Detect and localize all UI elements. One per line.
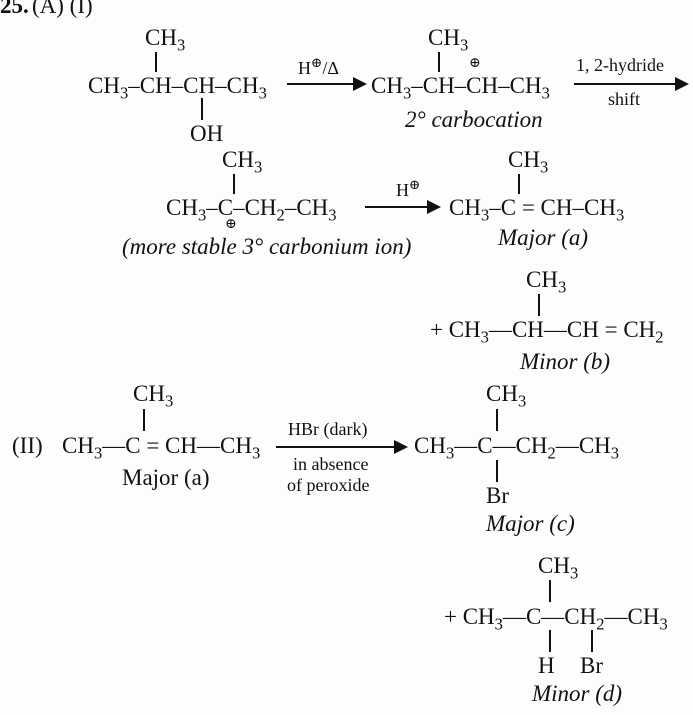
carbocation-branch-ch3: CH3 — [428, 25, 469, 55]
major-c-caption: Major (c) — [486, 511, 575, 536]
part2-arrow — [276, 440, 408, 454]
reactant-chain: CH3–CH–CH–CH3 — [88, 73, 267, 103]
minor-b-branch-ch3: CH3 — [526, 267, 567, 297]
part2-reactant-caption: Major (a) — [122, 465, 210, 490]
tertiary-ion-caption: (more stable 3° carbonium ion) — [122, 234, 412, 259]
minor-d-branch-ch3: CH3 — [538, 553, 579, 583]
major-c-br-bond — [496, 460, 498, 482]
step2-arrow — [365, 200, 441, 214]
hydride-shift-sublabel: shift — [608, 89, 641, 109]
minor-b-caption: Minor (b) — [520, 349, 611, 374]
major-c-branch-bond — [496, 409, 498, 431]
minor-d-br: Br — [580, 653, 603, 678]
tertiary-ion-branch-bond — [233, 174, 235, 194]
major-a-chain: CH3–C = CH–CH3 — [449, 195, 625, 225]
minor-d-chain: + CH3—C—CH2—CH3 — [444, 604, 668, 634]
major-c-br: Br — [486, 483, 509, 508]
major-c-chain: CH3—C—CH2—CH3 — [414, 433, 620, 463]
minor-d-caption: Minor (d) — [532, 681, 623, 706]
major-a-caption: Major (a) — [498, 225, 589, 250]
minor-b-chain: + CH3—CH—CH = CH2 — [430, 317, 664, 347]
step1-arrow — [287, 77, 367, 91]
reactant-branch-ch3: CH3 — [145, 25, 186, 55]
part2-condition-line2: of peroxide — [287, 475, 370, 495]
step1-reagent: H⊕/Δ — [298, 55, 339, 78]
carbocation-chain: CH3–CH–CH–CH3 — [371, 73, 550, 103]
minor-d-branch-bond — [549, 580, 551, 602]
tertiary-ion-positive-charge: ⊕ — [225, 217, 237, 232]
part2-reagent: HBr (dark) — [288, 419, 368, 439]
part2-reactant-branch-bond — [143, 409, 145, 431]
major-c-branch-ch3: CH3 — [486, 381, 527, 411]
tertiary-ion-branch-ch3: CH3 — [222, 147, 263, 177]
part2-label: (II) — [12, 433, 43, 458]
minor-d-br-bond — [591, 630, 593, 652]
minor-b-branch-bond — [538, 294, 540, 316]
carbocation-positive-charge: ⊕ — [469, 56, 481, 71]
reactant-oh: OH — [190, 121, 224, 146]
major-a-branch-ch3: CH3 — [508, 147, 549, 177]
hydride-shift-label: 1, 2-hydride — [576, 55, 664, 75]
question-number: 25. — [0, 0, 29, 18]
part2-reactant-chain: CH3—C = CH—CH3 — [62, 433, 261, 463]
minor-d-h-bond — [549, 630, 551, 652]
step2-reagent: H⊕ — [396, 177, 421, 200]
minor-d-h: H — [538, 653, 555, 678]
part2-reactant-branch-ch3: CH3 — [133, 381, 174, 411]
carbocation-branch-bond — [438, 52, 440, 72]
carbocation-caption: 2° carbocation — [405, 107, 543, 132]
question-part-label: (A) (I) — [32, 0, 93, 18]
tertiary-ion-chain: CH3–C–CH2–CH3 — [166, 195, 337, 225]
major-a-branch-bond — [518, 174, 520, 194]
reactant-branch-bond — [155, 52, 157, 72]
reactant-oh-bond — [201, 98, 203, 120]
hydride-shift-arrow — [574, 77, 689, 91]
part2-condition-line1: in absence — [293, 454, 369, 474]
